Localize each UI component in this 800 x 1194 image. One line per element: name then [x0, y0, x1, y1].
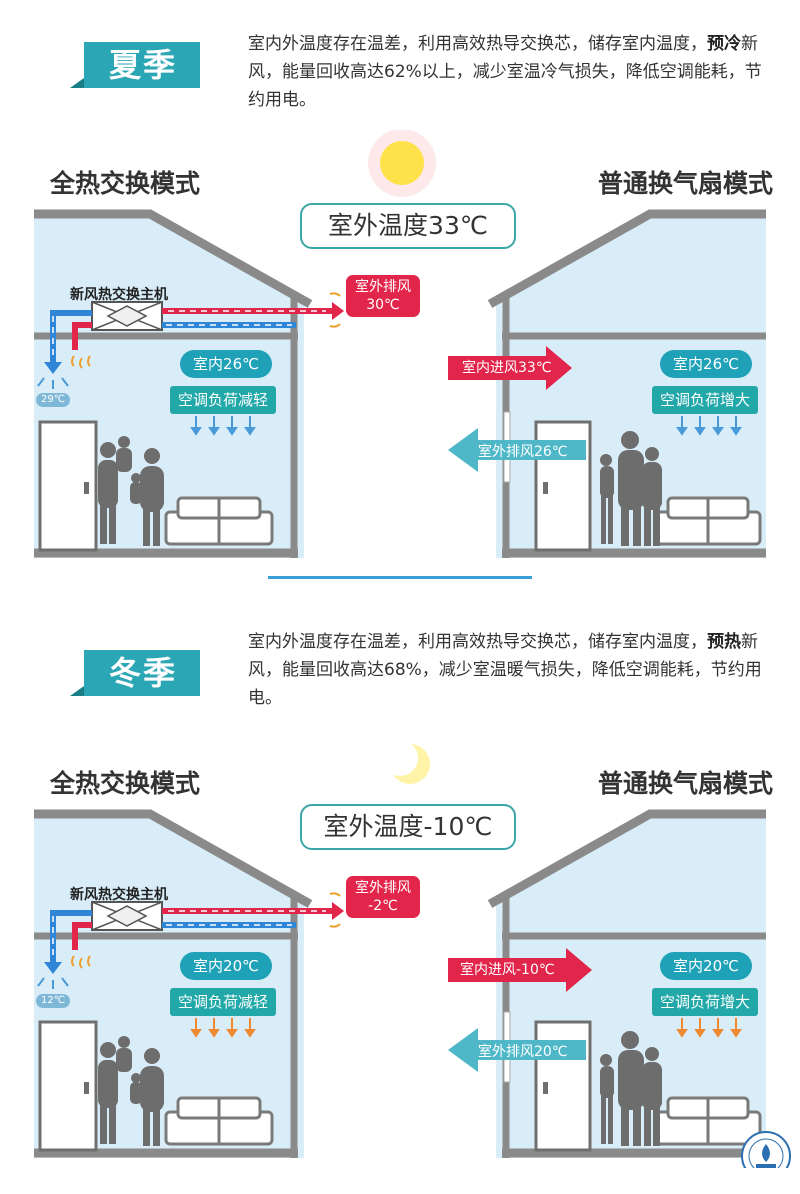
summer-left-load: 空调负荷减轻 [170, 386, 276, 414]
sofa-icon [164, 1096, 274, 1146]
right-house [448, 809, 766, 1158]
winter-left-load: 空调负荷减轻 [170, 988, 276, 1016]
moon-icon [382, 740, 430, 784]
sofa-icon [164, 496, 274, 546]
family-silhouette [98, 436, 164, 546]
summer-right-indoor: 室内26℃ [660, 350, 752, 378]
section-divider [268, 576, 532, 579]
summer-description: 室内外温度存在温差，利用高效热导交换芯，储存室内温度，预冷新风，能量回收高达62… [248, 34, 762, 110]
family-silhouette [600, 1031, 662, 1146]
winter-outdoor-temp: 室外温度-10℃ [300, 804, 516, 850]
winter-left-indoor: 室内20℃ [180, 952, 272, 980]
winter-left-mode-title: 全热交换模式 [50, 769, 201, 798]
heat-exchange-unit [91, 901, 163, 931]
exhaust-duct [162, 902, 344, 920]
badge-shape [70, 42, 200, 88]
right-house [448, 209, 766, 558]
winter-outflow-label: 室外排风20℃ [478, 1044, 568, 1060]
family-silhouette [600, 431, 662, 546]
summer-right-mode-title: 普通换气扇模式 [598, 169, 774, 198]
left-house [34, 809, 344, 1158]
summer-illustration [34, 130, 766, 558]
inflow-arrow [448, 948, 592, 992]
winter-badge: 冬季 [70, 650, 200, 696]
winter-right-mode-title: 普通换气扇模式 [598, 769, 774, 798]
winter-illustration [34, 740, 791, 1168]
sun-icon [368, 130, 436, 197]
family-silhouette [98, 1036, 164, 1146]
supply-duct [44, 910, 296, 974]
left-house [34, 209, 344, 558]
summer-left-mode-title: 全热交换模式 [50, 169, 201, 198]
summer-inflow-label: 室内进风33℃ [462, 360, 552, 376]
winter-exhaust-label: 室外排风 [355, 880, 411, 896]
outflow-arrow [448, 1028, 586, 1072]
exhaust-duct [162, 302, 344, 320]
summer-outdoor-temp: 室外温度33℃ [300, 203, 516, 249]
winter-right-indoor: 室内20℃ [660, 952, 752, 980]
summer-right-load: 空调负荷增大 [652, 386, 758, 414]
summer-exhaust-tag: 室外排风 30℃ [346, 275, 420, 317]
summer-supply-temp: 29℃ [36, 393, 70, 407]
summer-left-indoor: 室内26℃ [180, 350, 272, 378]
winter-inflow-label: 室内进风-10℃ [460, 962, 555, 978]
logo-seal [741, 1131, 791, 1168]
summer-unit-label: 新风热交换主机 [70, 287, 168, 303]
outflow-arrow [448, 428, 586, 472]
summer-exhaust-temp: 30℃ [366, 297, 400, 313]
summer-badge-label: 夏季 [108, 46, 177, 84]
heat-exchange-unit [91, 301, 163, 331]
winter-exhaust-tag: 室外排风 -2℃ [346, 876, 420, 918]
winter-right-load: 空调负荷增大 [652, 988, 758, 1016]
sofa-icon [654, 496, 762, 546]
winter-badge-label: 冬季 [108, 654, 177, 692]
inflow-arrow [448, 346, 572, 390]
sofa-icon [654, 1096, 762, 1146]
winter-unit-label: 新风热交换主机 [70, 887, 168, 903]
supply-duct [44, 310, 296, 374]
summer-badge: 夏季 [70, 42, 200, 88]
winter-description: 室内外温度存在温差，利用高效热导交换芯，储存室内温度，预热新风，能量回收高达68… [248, 632, 762, 708]
badge-shape [70, 650, 200, 696]
summer-outflow-label: 室外排风26℃ [478, 444, 568, 460]
winter-exhaust-temp: -2℃ [368, 898, 398, 914]
winter-supply-temp: 12℃ [36, 994, 70, 1008]
summer-exhaust-label: 室外排风 [355, 279, 411, 295]
